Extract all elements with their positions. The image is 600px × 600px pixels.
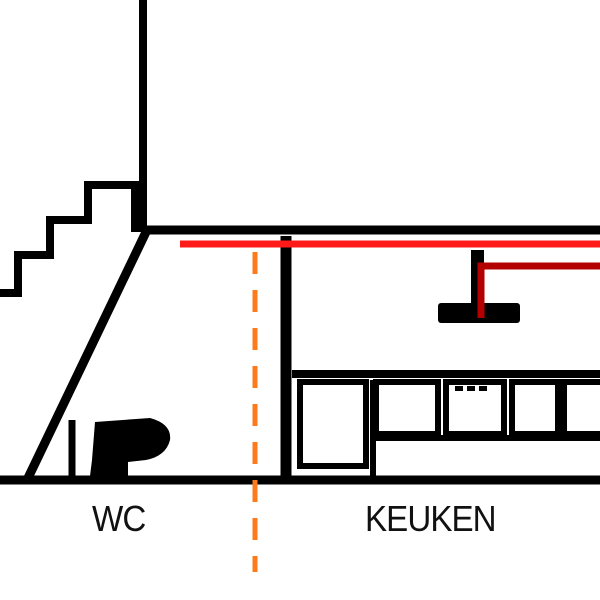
oven-knob-1 — [455, 386, 463, 391]
pipe-branch — [477, 262, 600, 318]
kitchen-label: KEUKEN — [365, 498, 497, 539]
cabinet-3 — [509, 379, 561, 437]
cabinet-4 — [561, 379, 600, 437]
oven-knob-3 — [479, 386, 487, 391]
oven — [443, 379, 507, 437]
stair-underside — [23, 230, 151, 480]
toilet-icon — [90, 418, 171, 476]
staircase — [0, 181, 139, 297]
cabinet-2 — [373, 379, 441, 437]
oven-knob-2 — [467, 386, 475, 391]
cabinet-1 — [297, 379, 369, 469]
wc-label: WC — [92, 498, 146, 539]
